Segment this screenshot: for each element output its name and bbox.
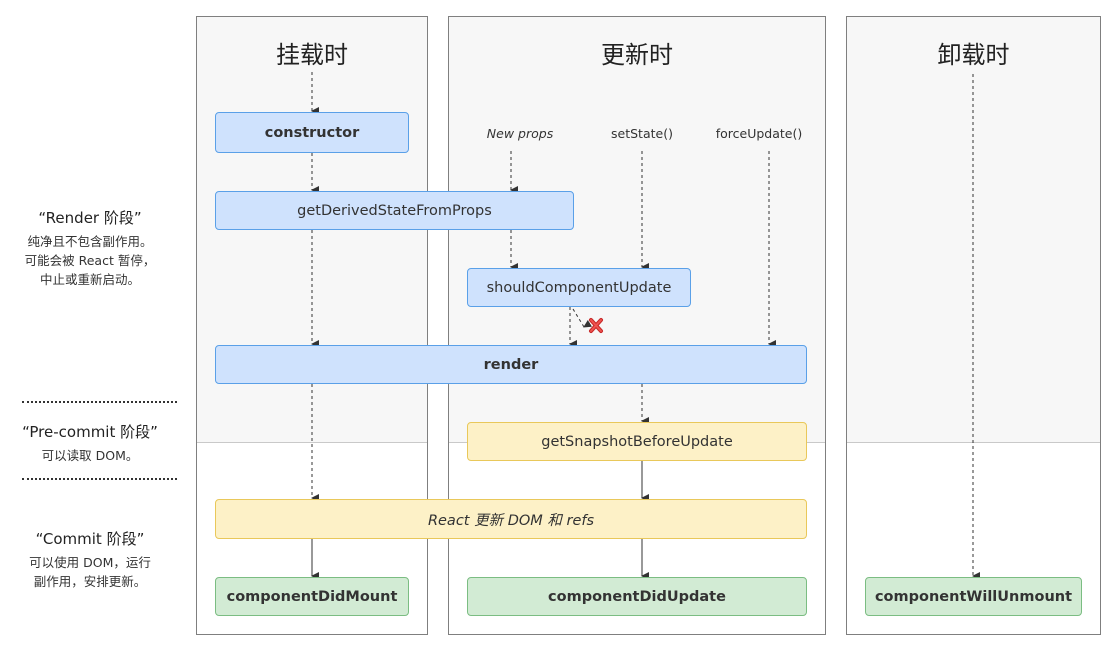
trigger-set-state: setState()	[611, 126, 673, 141]
trigger-new-props: New props	[486, 126, 554, 141]
commit-phase-label: “Commit 阶段” 可以使用 DOM，运行 副作用，安排更新。	[0, 528, 180, 591]
precommit-phase-label: “Pre-commit 阶段” 可以读取 DOM。	[0, 421, 180, 465]
commit-phase-desc-line: 可以使用 DOM，运行	[29, 555, 151, 570]
commit-phase-desc: 可以使用 DOM，运行 副作用，安排更新。	[0, 553, 180, 591]
precommit-phase-desc: 可以读取 DOM。	[0, 446, 180, 465]
render-phase-title: “Render 阶段”	[38, 209, 142, 227]
update-column-title: 更新时	[601, 41, 673, 69]
get-derived-state-from-props-box: getDerivedStateFromProps	[215, 191, 574, 230]
component-did-update-box: componentDidUpdate	[467, 577, 807, 616]
render-phase-desc-line: 中止或重新启动。	[39, 272, 140, 287]
render-box: render	[215, 345, 807, 384]
should-component-update-box: shouldComponentUpdate	[467, 268, 691, 307]
commit-phase-desc-line: 副作用，安排更新。	[33, 574, 147, 589]
react-update-dom-box: React 更新 DOM 和 refs	[215, 499, 807, 539]
render-phase-desc-line: 可能会被 React 暂停，	[24, 253, 156, 268]
get-snapshot-before-update-box: getSnapshotBeforeUpdate	[467, 422, 807, 461]
commit-phase-title: “Commit 阶段”	[35, 530, 145, 548]
mount-column-title: 挂载时	[276, 41, 348, 69]
component-will-unmount-box: componentWillUnmount	[865, 577, 1082, 616]
constructor-box: constructor	[215, 112, 409, 153]
phase-divider	[22, 478, 177, 480]
trigger-force-update: forceUpdate()	[715, 126, 803, 141]
phase-divider	[22, 401, 177, 403]
render-phase-desc-line: 纯净且不包含副作用。	[27, 234, 153, 249]
render-phase-desc: 纯净且不包含副作用。 可能会被 React 暂停， 中止或重新启动。	[0, 232, 180, 289]
component-did-mount-box: componentDidMount	[215, 577, 409, 616]
unmount-column-title: 卸载时	[937, 41, 1010, 69]
precommit-phase-title: “Pre-commit 阶段”	[22, 423, 158, 441]
precommit-phase-desc-line: 可以读取 DOM。	[41, 448, 139, 463]
render-phase-label: “Render 阶段” 纯净且不包含副作用。 可能会被 React 暂停， 中止…	[0, 207, 180, 289]
arrow-should-update-false	[572, 308, 593, 328]
